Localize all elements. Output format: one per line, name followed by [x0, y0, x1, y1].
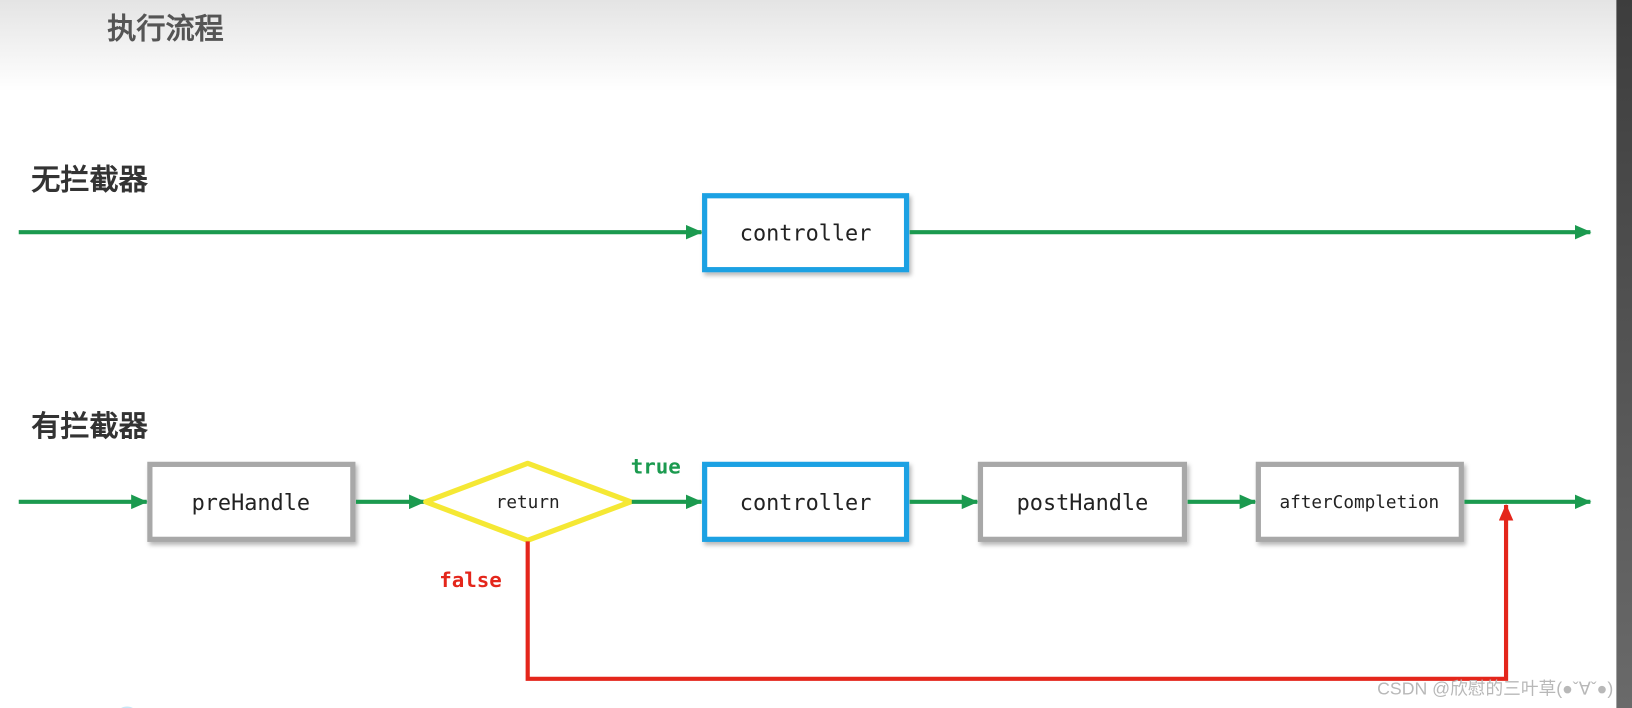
- prehandle-box: preHandle: [147, 461, 356, 542]
- controller-label: controller: [740, 222, 872, 247]
- watermark: CSDN @欣慰的三叶草(●ˇ∀ˇ●): [1377, 678, 1613, 698]
- false-branch-label: false: [439, 568, 502, 592]
- aftercompletion-label: afterCompletion: [1279, 493, 1439, 513]
- page-title: 执行流程: [107, 12, 223, 46]
- controller-box: controller: [702, 193, 910, 273]
- controller-label-intercepted: controller: [740, 491, 872, 516]
- prehandle-label: preHandle: [192, 491, 310, 516]
- decision-label: return: [496, 493, 560, 513]
- section-label-with-interceptor: 有拦截器: [31, 409, 148, 443]
- posthandle-label: postHandle: [1017, 491, 1149, 516]
- true-branch-label: true: [631, 455, 681, 479]
- header-band: [0, 0, 1632, 92]
- controller-box-intercepted: controller: [702, 461, 910, 542]
- right-edge-bar: [1616, 0, 1632, 708]
- aftercompletion-box: afterCompletion: [1255, 461, 1464, 542]
- section-label-no-interceptor: 无拦截器: [31, 162, 148, 196]
- posthandle-box: postHandle: [977, 461, 1188, 542]
- return-decision-diamond: return: [423, 460, 634, 543]
- false-branch-path: [525, 503, 1514, 681]
